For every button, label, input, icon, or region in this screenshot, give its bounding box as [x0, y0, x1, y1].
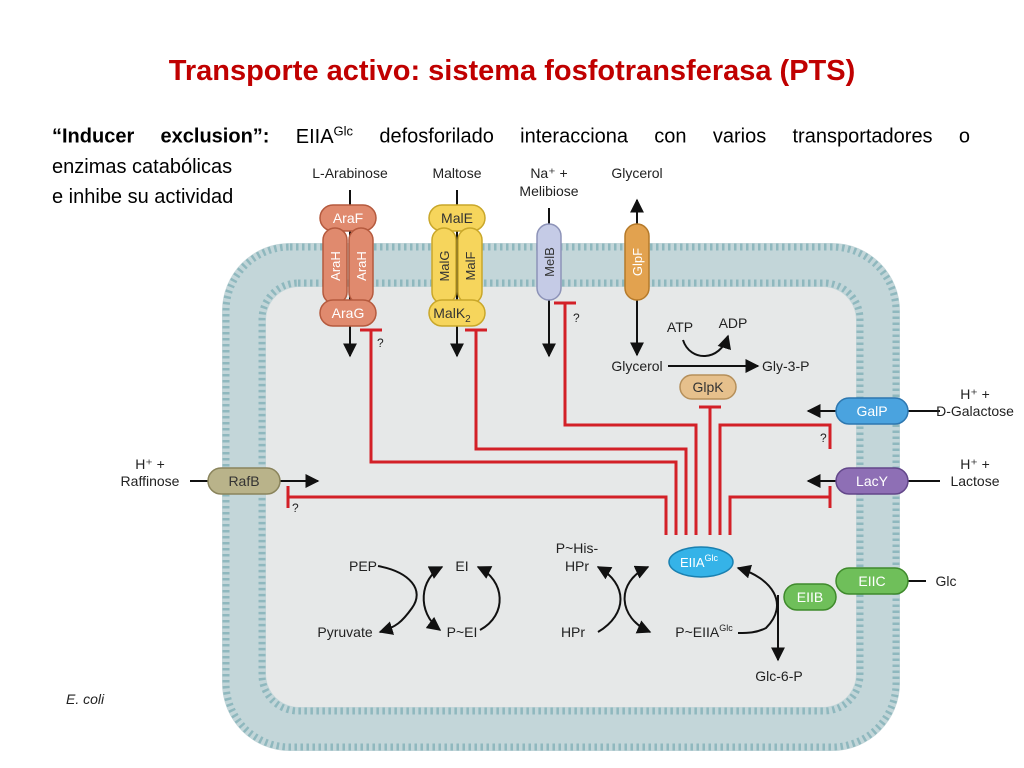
p-eiia-label: P~EIIAGlc	[675, 623, 733, 640]
araf-label: AraF	[333, 210, 363, 226]
glpf-protein	[624, 223, 650, 301]
eiia-protein	[668, 546, 734, 578]
eiia-group: EIIAGlc	[668, 546, 734, 578]
substrate-labels: L-Arabinose Maltose Na⁺ + Melibiose Glyc…	[121, 165, 1015, 684]
glc6p-label: Glc-6-P	[755, 668, 802, 684]
lactose-label-1: H⁺ +	[960, 456, 990, 472]
malk-protein	[428, 299, 486, 327]
intro-line-1: “Inducer exclusion”: EIIAGlc defosforila…	[52, 116, 970, 152]
inhibit-rafb	[286, 486, 668, 535]
p-his-hpr-label-2: HPr	[565, 558, 589, 574]
cycle-arrow-1	[377, 565, 418, 635]
melb-label: MelB	[542, 247, 557, 277]
inhibit-malk	[465, 328, 688, 535]
p-his-hpr-label-1: P~His-	[556, 540, 599, 556]
arag-protein	[319, 299, 377, 327]
intro-rest: defosforilado interacciona con varios tr…	[379, 125, 970, 148]
eiib-label: EIIB	[797, 589, 823, 605]
glc-label: Glc	[936, 573, 957, 589]
lactose-label-2: Lactose	[950, 473, 999, 489]
araf-protein	[319, 204, 377, 232]
unknown-mark-arag: ?	[377, 336, 384, 350]
rafb-label: RafB	[228, 473, 259, 489]
malk-label: MalK2	[433, 305, 471, 325]
glycerol-out-label: Glycerol	[611, 165, 662, 181]
intro-lead: “Inducer exclusion”:	[52, 125, 270, 148]
inhibit-galp	[718, 423, 832, 535]
melb-protein	[536, 223, 562, 301]
organism-label: E. coli	[66, 691, 105, 707]
cycle-arrow-2	[422, 566, 444, 631]
melibiose-label-2: Melibiose	[519, 183, 578, 199]
melb-group: MelB	[536, 223, 562, 301]
unknown-marks: ? ? ? ?	[292, 311, 827, 515]
intro-text: “Inducer exclusion”: EIIAGlc defosforila…	[52, 116, 970, 212]
lacy-group: LacY	[835, 467, 909, 495]
eiib-group: EIIB	[783, 583, 837, 611]
eiic-protein	[835, 567, 909, 595]
lacy-label: LacY	[856, 473, 889, 489]
raffinose-label-2: Raffinose	[121, 473, 180, 489]
male-label: MalE	[441, 210, 473, 226]
malf-label: MalF	[463, 251, 478, 280]
glpf-group: GlpF	[624, 223, 650, 301]
cycle-arrow-4	[623, 565, 652, 634]
galactose-label-2: D-Galactose	[936, 403, 1014, 419]
glpk-label: GlpK	[692, 379, 724, 395]
unknown-mark-melb: ?	[573, 311, 580, 325]
adp-label: ADP	[719, 315, 748, 331]
pep-label: PEP	[349, 558, 377, 574]
atp-label: ATP	[667, 319, 693, 335]
inhibition-lines	[286, 301, 832, 535]
p-ei-label: P~EI	[447, 624, 478, 640]
lacy-protein	[835, 467, 909, 495]
hpr-label: HPr	[561, 624, 585, 640]
inhibit-glpk	[699, 405, 721, 535]
maltose-label: Maltose	[432, 165, 481, 181]
glycerol-in-label: Glycerol	[611, 358, 662, 374]
arah-label-1: AraH	[328, 251, 343, 281]
intro-protein: EIIAGlc	[295, 123, 354, 148]
glpk-group: GlpK	[679, 374, 737, 400]
slide-title: Transporte activo: sistema fosfotransfer…	[168, 55, 856, 87]
glpf-label: GlpF	[630, 248, 645, 276]
atp-adp-arrow	[682, 334, 731, 357]
cycle-arrow-5	[596, 566, 622, 633]
ei-label: EI	[455, 558, 468, 574]
inhibit-arag	[360, 328, 678, 535]
eiic-group: EIIC	[835, 567, 909, 595]
rafb-group: RafB	[207, 467, 281, 495]
eiic-label: EIIC	[858, 573, 885, 589]
glpk-protein	[679, 374, 737, 400]
gly3p-label: Gly-3-P	[762, 358, 809, 374]
galp-group: GalP	[835, 397, 909, 425]
unknown-mark-rafb: ?	[292, 501, 299, 515]
mal-complex: MalE MalG MalF MalK2	[428, 204, 486, 327]
inhibit-melb	[554, 301, 698, 535]
unknown-mark-galp: ?	[820, 431, 827, 445]
galactose-label-1: H⁺ +	[960, 386, 990, 402]
raffinose-label-1: H⁺ +	[135, 456, 165, 472]
cycle-labels: PEP Pyruvate EI P~EI P~His- HPr HPr P~EI…	[317, 540, 733, 640]
cycle-arrow-6	[736, 564, 778, 634]
eiia-label: EIIAGlc	[680, 553, 719, 570]
galp-protein	[835, 397, 909, 425]
arabinose-label: L-Arabinose	[312, 165, 388, 181]
intro-line-3: e inhibe su actividad	[52, 185, 234, 208]
arag-label: AraG	[332, 305, 365, 321]
eiib-protein	[783, 583, 837, 611]
melibiose-label-1: Na⁺ +	[530, 165, 567, 181]
arah-label-2: AraH	[354, 251, 369, 281]
inhibit-lacy	[728, 486, 832, 535]
male-protein	[428, 204, 486, 232]
intro-line-2: enzimas catabólicas	[52, 155, 233, 178]
malg-label: MalG	[437, 250, 452, 281]
rafb-protein	[207, 467, 281, 495]
galp-label: GalP	[856, 403, 887, 419]
cycle-arrow-3	[476, 566, 501, 631]
ara-complex: AraF AraH AraH AraG	[319, 204, 377, 327]
pyruvate-label: Pyruvate	[317, 624, 372, 640]
